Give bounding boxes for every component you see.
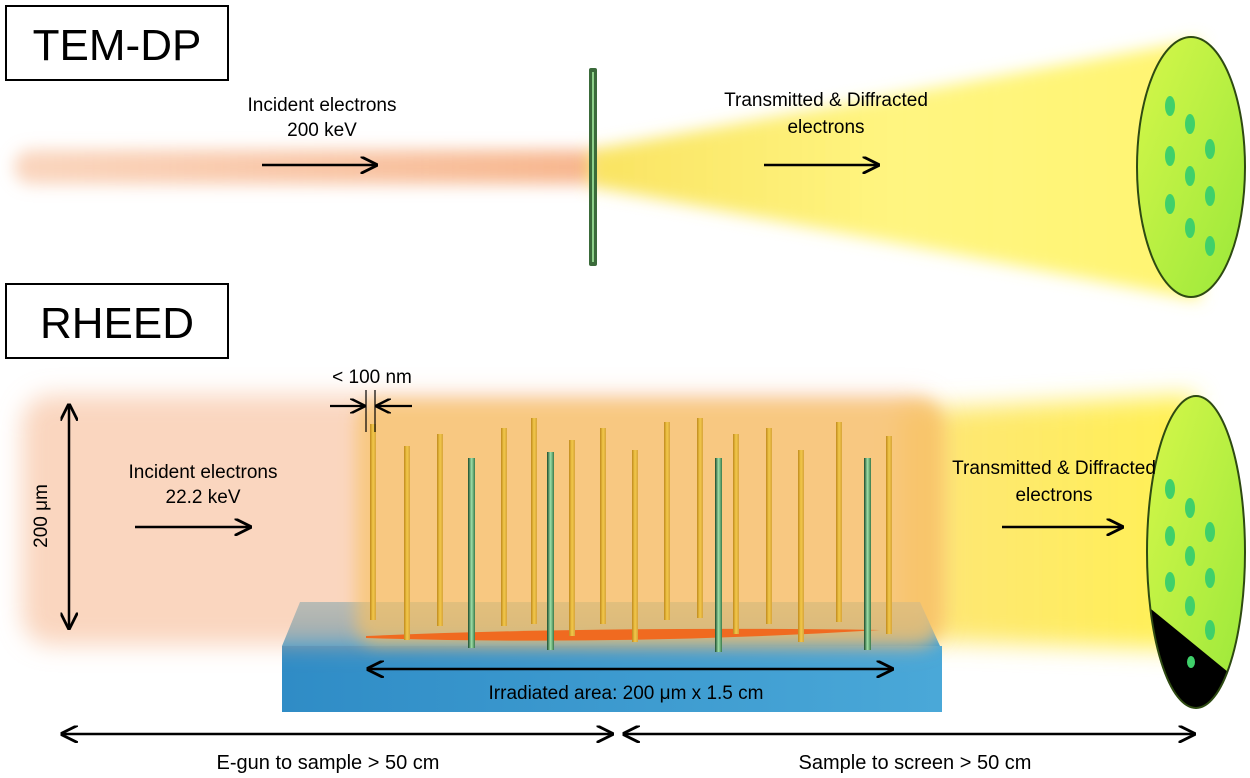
rheed-spot	[1205, 620, 1215, 640]
nanowire	[632, 450, 638, 642]
tem-incident-beam	[14, 150, 599, 184]
rheed-spot	[1205, 568, 1215, 588]
nanowire	[547, 452, 554, 650]
nanowire	[437, 434, 443, 626]
nanowire	[766, 428, 772, 624]
nanowire	[836, 422, 842, 622]
tem-diffraction-spots	[1165, 96, 1215, 256]
nanowire	[501, 428, 507, 626]
gun-distance-label: E-gun to sample > 50 cm	[217, 752, 440, 774]
nanowire	[531, 418, 537, 624]
nanowire	[404, 446, 410, 640]
nanowire	[664, 422, 670, 620]
nanowire	[798, 450, 804, 642]
rheed-transmitted-cone	[900, 395, 1195, 650]
rheed-irradiated-glow	[356, 400, 941, 645]
nanowire-array	[370, 418, 892, 652]
rheed-title: RHEED	[40, 299, 194, 348]
tem-incident-label-line1: Incident electrons	[248, 95, 397, 116]
rheed-panel: RHEED	[5, 283, 1246, 774]
tem-spot	[1165, 96, 1175, 116]
rheed-spot	[1165, 572, 1175, 592]
rheed-transmitted-label-line2: electrons	[1015, 485, 1092, 506]
nanowire-width-label: < 100 nm	[332, 367, 412, 388]
tem-specimen-highlight	[592, 72, 594, 262]
nanowire	[569, 440, 575, 636]
rheed-screen-shadow	[1147, 600, 1245, 708]
tem-transmitted-cone	[590, 40, 1200, 300]
nanowire	[370, 424, 376, 620]
rheed-spot-direct	[1187, 656, 1195, 668]
rheed-spot	[1185, 546, 1195, 566]
tem-spot	[1205, 186, 1215, 206]
irradiated-streak	[366, 628, 880, 641]
nanowire	[715, 458, 722, 652]
nanowire	[733, 434, 739, 634]
tem-spot	[1185, 218, 1195, 238]
rheed-spot	[1165, 479, 1175, 499]
tem-spot	[1185, 114, 1195, 134]
beam-height-label: 200 μm	[31, 484, 52, 548]
tem-transmitted-label-line2: electrons	[787, 117, 864, 138]
screen-distance-label: Sample to screen > 50 cm	[799, 752, 1032, 774]
rheed-screen-outline	[1146, 395, 1246, 709]
rheed-title-box	[5, 283, 229, 359]
rheed-incident-label-line2: 22.2 keV	[166, 487, 241, 508]
tem-spot	[1205, 236, 1215, 256]
nanowire	[697, 418, 703, 618]
tem-spot	[1205, 139, 1215, 159]
irradiated-area-label: Irradiated area: 200 μm x 1.5 cm	[489, 683, 764, 704]
rheed-spot	[1185, 498, 1195, 518]
tem-spot	[1165, 194, 1175, 214]
nanowire	[886, 436, 892, 634]
rheed-spot	[1185, 596, 1195, 616]
nanowire	[600, 428, 606, 624]
rheed-incident-label-line1: Incident electrons	[129, 462, 278, 483]
tem-spot	[1185, 166, 1195, 186]
rheed-transmitted-label-line1: Transmitted & Diffracted	[952, 458, 1156, 479]
rheed-spot	[1205, 522, 1215, 542]
substrate-front	[282, 646, 942, 712]
nanowire	[864, 458, 871, 650]
tem-transmitted-label-line1: Transmitted & Diffracted	[724, 90, 928, 111]
nanowire	[468, 458, 475, 648]
tem-dp-panel: TEM-DP Incident electrons 200 keV Transm…	[5, 5, 1246, 300]
tem-dp-title-box	[5, 5, 229, 81]
tem-dp-title: TEM-DP	[33, 21, 202, 70]
rheed-diffraction-spots	[1165, 479, 1215, 668]
tem-spot	[1165, 146, 1175, 166]
rheed-spot	[1165, 526, 1175, 546]
tem-incident-label-line2: 200 keV	[287, 120, 357, 141]
